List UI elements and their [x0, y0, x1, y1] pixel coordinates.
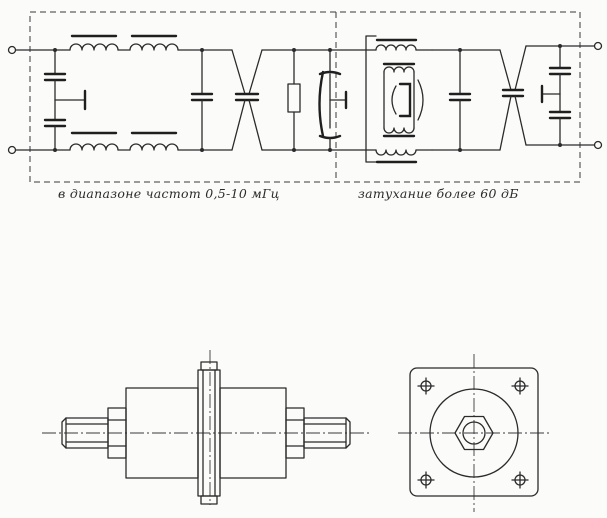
inductor-bottom-2: [129, 143, 179, 151]
shield-enclosure: [29, 11, 581, 183]
coupled-inductors: [361, 38, 433, 164]
stud-end: [462, 421, 486, 445]
output-terminal-bottom: [593, 140, 603, 150]
output-capacitor-pair: [540, 45, 572, 146]
shunt-capacitor-2: [448, 49, 472, 151]
square-flange: [409, 367, 539, 497]
junction-dot: [53, 48, 57, 52]
shield-bracket: [365, 35, 377, 163]
mounting-holes: [417, 377, 529, 489]
filter-schematic: [7, 11, 603, 183]
crossed-capacitor-2: [499, 45, 527, 151]
inductor-top-2: [129, 43, 179, 51]
frequency-range-caption: в диапазоне частот 0,5-10 мГц: [58, 186, 280, 201]
attenuation-caption: затухание более 60 дБ: [358, 186, 519, 201]
side-view: [42, 350, 372, 505]
junction-dot: [53, 148, 57, 152]
input-capacitor-pair: [43, 49, 87, 151]
inductor-bottom-1: [69, 143, 119, 151]
input-terminal-top: [7, 45, 17, 55]
feedthrough-capacitor: [318, 49, 348, 151]
rails: [14, 45, 596, 151]
crossed-capacitor-1: [231, 49, 263, 151]
end-view: [398, 354, 552, 512]
hex-nut: [454, 415, 494, 451]
resistor: [287, 49, 301, 151]
output-terminal-top: [593, 41, 603, 51]
body-circle: [429, 388, 519, 478]
right-threaded-stud: [303, 417, 347, 449]
shunt-capacitor-1: [190, 49, 214, 151]
input-terminal-bottom: [7, 145, 17, 155]
inductor-top-1: [69, 43, 119, 51]
